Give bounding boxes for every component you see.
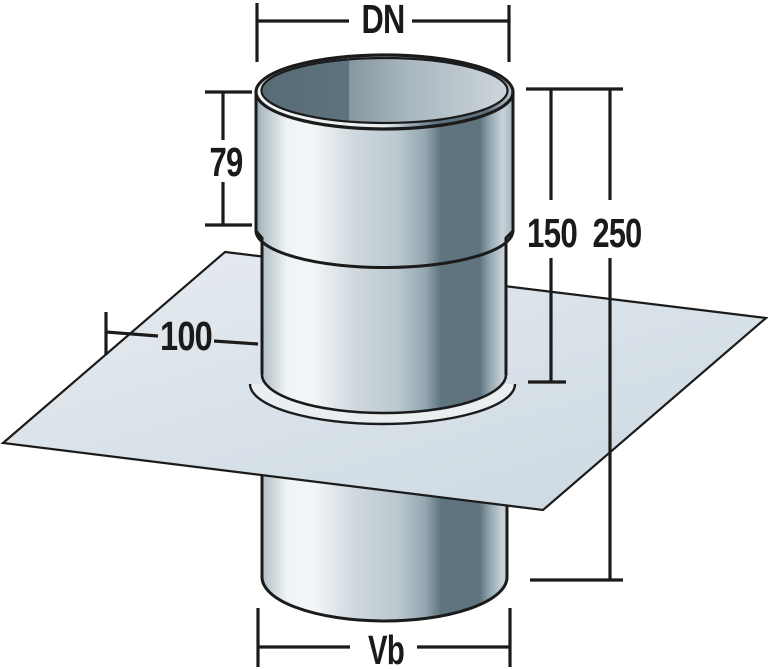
pipe-top-opening <box>254 53 515 131</box>
dim-100-line-right <box>213 339 259 346</box>
dim-label-150: 150 <box>527 210 577 256</box>
pipe-left-edge <box>254 92 264 374</box>
dim-label-dn: DN <box>362 0 405 42</box>
pipe-front-rim-arc <box>260 373 508 415</box>
dim-vb <box>256 608 512 667</box>
dim-label-100: 100 <box>160 313 212 359</box>
pipe-lower-outline <box>260 450 509 623</box>
dim-label-250: 250 <box>593 210 642 256</box>
dim-dn <box>255 3 511 62</box>
dim-label-79: 79 <box>210 139 243 185</box>
pipe-seam <box>254 229 515 269</box>
top-opening-inner-face <box>260 56 509 125</box>
dim-79 <box>205 90 252 227</box>
pipe-right-edge <box>504 92 515 375</box>
dim-100 <box>104 312 259 355</box>
pipe-upper-section <box>254 92 515 415</box>
dim-label-vb: Vb <box>368 627 404 670</box>
pipe-upper-body <box>256 92 513 414</box>
dim-150-250 <box>526 87 623 582</box>
dim-100-line-left <box>105 330 159 338</box>
collar-bead-outline <box>248 383 517 426</box>
